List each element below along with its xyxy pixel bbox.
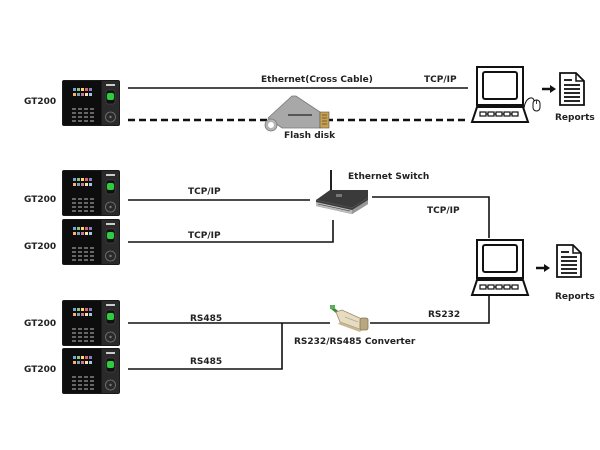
computer-icon-2 <box>471 239 529 296</box>
rs232-uplink-label: RS232 <box>428 310 461 320</box>
rs232-rs485-converter-icon <box>330 305 369 332</box>
device-label: GT200 <box>24 97 57 107</box>
report-document-icon-2 <box>556 244 582 278</box>
ethernet-switch-icon <box>315 170 369 214</box>
gt200-device-4 <box>61 299 121 347</box>
section-rs485-network <box>61 296 490 395</box>
computer-icon-1 <box>471 66 529 123</box>
tcpip-line-device-3 <box>128 220 334 243</box>
ethernet-switch-label: Ethernet Switch <box>348 172 430 182</box>
gt200-device-5 <box>61 347 121 395</box>
tcpip-uplink-line <box>372 196 490 238</box>
rs485-line-device-5 <box>128 323 283 370</box>
reports-label: Reports <box>555 113 595 123</box>
rs485-link-label: RS485 <box>190 357 223 367</box>
report-document-icon-1 <box>559 72 585 106</box>
converter-label: RS232/RS485 Converter <box>294 337 416 347</box>
flash-disk-icon <box>264 95 330 132</box>
gt200-device-3 <box>61 218 121 266</box>
device-label: GT200 <box>24 365 57 375</box>
mouse-icon <box>523 97 541 112</box>
tcpip-link-label: TCP/IP <box>188 187 221 197</box>
ethernet-cross-cable-label: Ethernet(Cross Cable) <box>261 75 373 85</box>
tcpip-uplink-label: TCP/IP <box>427 206 460 216</box>
section-tcpip-network <box>61 169 582 296</box>
arrow-right-icon-1 <box>540 83 558 95</box>
arrow-right-icon-2 <box>534 262 552 274</box>
rs232-uplink-line <box>370 296 490 324</box>
gt200-device-1 <box>61 79 121 127</box>
rs485-link-label: RS485 <box>190 314 223 324</box>
device-label: GT200 <box>24 319 57 329</box>
tcpip-protocol-label: TCP/IP <box>424 75 457 85</box>
device-label: GT200 <box>24 195 57 205</box>
device-label: GT200 <box>24 242 57 252</box>
section-direct-connection <box>61 66 585 132</box>
tcpip-link-label: TCP/IP <box>188 231 221 241</box>
reports-label: Reports <box>555 292 595 302</box>
flash-disk-label: Flash disk <box>284 131 336 141</box>
gt200-device-2 <box>61 169 121 217</box>
